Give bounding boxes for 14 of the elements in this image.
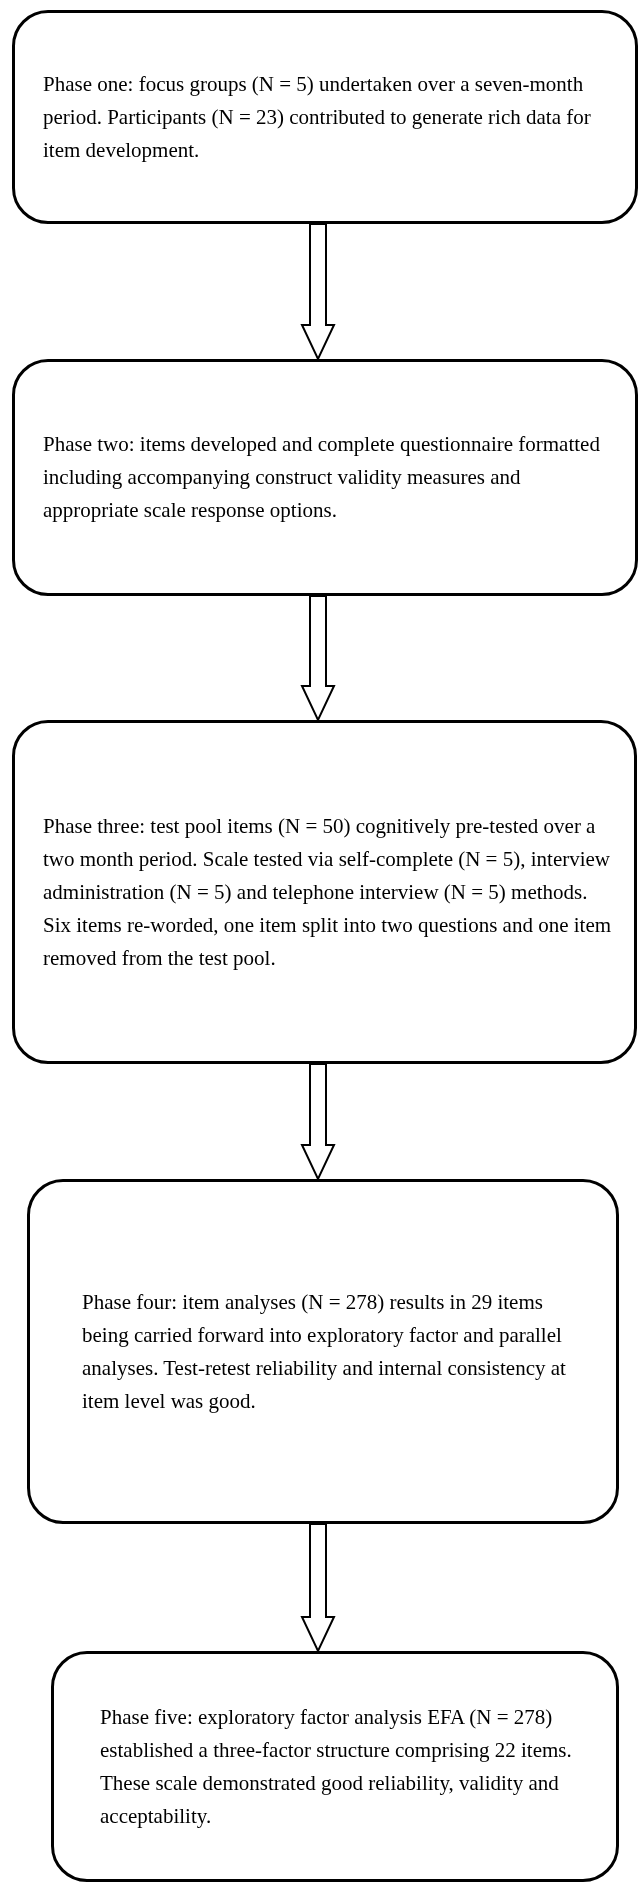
step-description: Phase two: items developed and complete questionnaire formatted including accompanying construct validity measures and appropriate scale response options. [43, 431, 601, 524]
process-box [12, 359, 638, 596]
block-arrow [300, 1523, 336, 1654]
block-arrow [300, 595, 336, 723]
process-box [12, 720, 637, 1064]
process-box [27, 1179, 619, 1524]
process-box [12, 10, 638, 224]
step-description: Phase one: focus groups (N = 5) undertaken over a seven-month period. Participants (N = 23) contributed to generate rich data for item development. [43, 70, 592, 164]
step-description: Phase three: test pool items (N = 50) cognitively pre-tested over a two month period. Scale tested via self-complete (N = 5), interview administration (N = 5) and telephone interview (N = 5) methods. Six items re-worded, one item split into two questions and one item removed from the test pool. [43, 812, 613, 972]
step-description: Phase five: exploratory factor analysis EFA (N = 278) established a three-factor structure comprising 22 items. These scale demonstrated good reliability, validity and acceptability. [100, 1703, 573, 1830]
process-box [51, 1651, 619, 1882]
block-arrow [300, 223, 336, 362]
step-description: Phase four: item analyses (N = 278) results in 29 items being carried forward into exploratory factor and parallel analyses. Test-retest reliability and internal consistency at item level was good. [82, 1288, 567, 1415]
block-arrow [300, 1063, 336, 1182]
